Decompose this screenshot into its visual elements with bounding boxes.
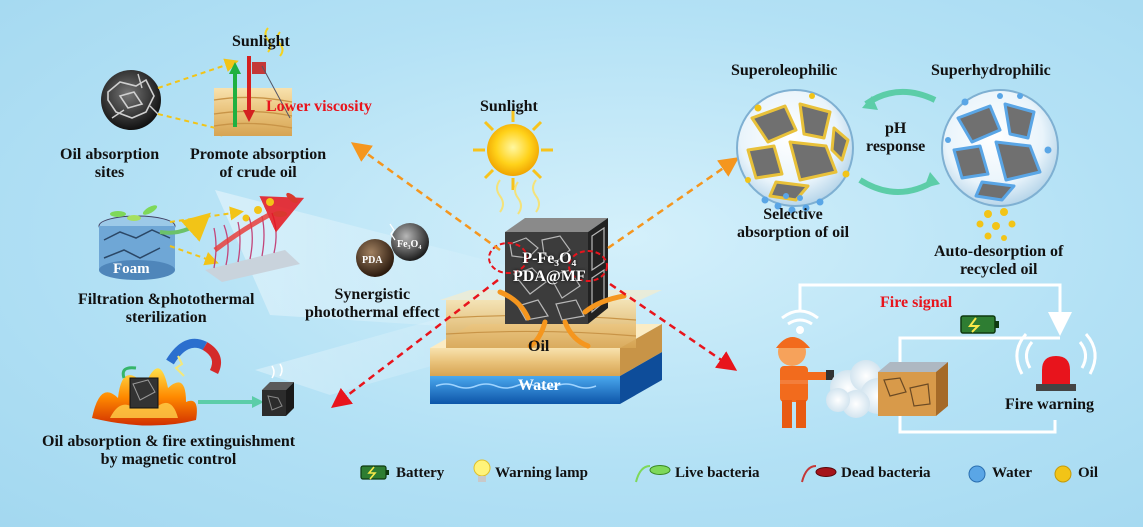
legend-water-droplet-icon: [968, 465, 986, 483]
fe3o4-particle: [391, 223, 429, 261]
pda-particle: [356, 239, 394, 277]
ph-arrow-top: [864, 88, 937, 107]
fire-warning-label: Fire warning: [1005, 396, 1095, 413]
sun-rays-center: [496, 179, 540, 215]
released-oil-drops: [976, 208, 1016, 241]
signal-wire-top: [798, 283, 1072, 336]
foam-cube: [505, 218, 608, 324]
highlight-circle: [488, 242, 528, 274]
water-layer-label: Water: [518, 377, 561, 394]
foam-pore-sphere: [101, 70, 161, 130]
lower-viscosity-label: Lower viscosity: [266, 98, 372, 115]
foam-label: Foam: [113, 261, 150, 277]
legend-label-oil: Oil: [1078, 465, 1099, 481]
legend-live-bacteria-icon: [635, 465, 671, 483]
superhydrophilic-label: Superhydrophilic: [931, 62, 1051, 79]
fe3o4-label: Fe₃O₄: [397, 239, 422, 250]
legend-label-battery: Battery: [396, 465, 445, 481]
sunlight-label-small: Sunlight: [232, 33, 290, 50]
foam-sensor-cube: [878, 362, 948, 416]
pda-label: PDA: [362, 255, 383, 266]
dashed-pointer: [169, 206, 244, 223]
legend-label-water: Water: [992, 465, 1032, 481]
highlight-circle: [568, 250, 608, 282]
fire-area: [92, 366, 197, 426]
fire-signal-label: Fire signal: [880, 294, 953, 311]
legend-label-warning-lamp: Warning lamp: [495, 465, 588, 481]
arrow-to-fire-extinguish: [331, 279, 499, 409]
heat-arrows: [497, 289, 627, 349]
arrow-to-absorption: [350, 142, 501, 252]
legend-battery-icon: [360, 465, 389, 480]
sunlight-label-center: Sunlight: [480, 98, 538, 115]
light-beam-lower: [255, 300, 505, 395]
oil-layer-label: Oil: [528, 338, 550, 355]
legend-label-live-bacteria: Live bacteria: [675, 465, 760, 481]
magnet-icon: [166, 338, 221, 377]
sun-rays-small: [264, 27, 284, 57]
firefighter-icon: [776, 337, 834, 428]
sun-icon: [473, 110, 553, 190]
battery-icon: [960, 315, 999, 334]
legend-dead-bacteria-icon: [801, 465, 837, 483]
arrow-to-fire-warning: [609, 282, 738, 371]
dashed-pointer: [169, 245, 219, 266]
superhydrophilic-sphere: [941, 89, 1059, 207]
superoleophilic-sphere: [736, 89, 854, 214]
small-foam-cube: [262, 363, 294, 416]
ph-arrow-bottom: [858, 177, 938, 195]
legend-warning-lamp-icon: [473, 459, 491, 482]
legend-oil-droplet-icon: [1054, 465, 1072, 483]
crude-oil-block: [213, 56, 293, 136]
sterilization-fibers: [205, 192, 305, 282]
legend-label-dead-bacteria: Dead bacteria: [841, 465, 931, 481]
superoleophilic-label: Superoleophilic: [731, 62, 838, 79]
dashed-pointer: [157, 58, 239, 89]
wifi-icon: [781, 309, 819, 334]
warning-lamp-icon: [1015, 333, 1097, 391]
flow-arrow: [159, 212, 211, 242]
arrow-to-ph-response: [607, 157, 740, 250]
